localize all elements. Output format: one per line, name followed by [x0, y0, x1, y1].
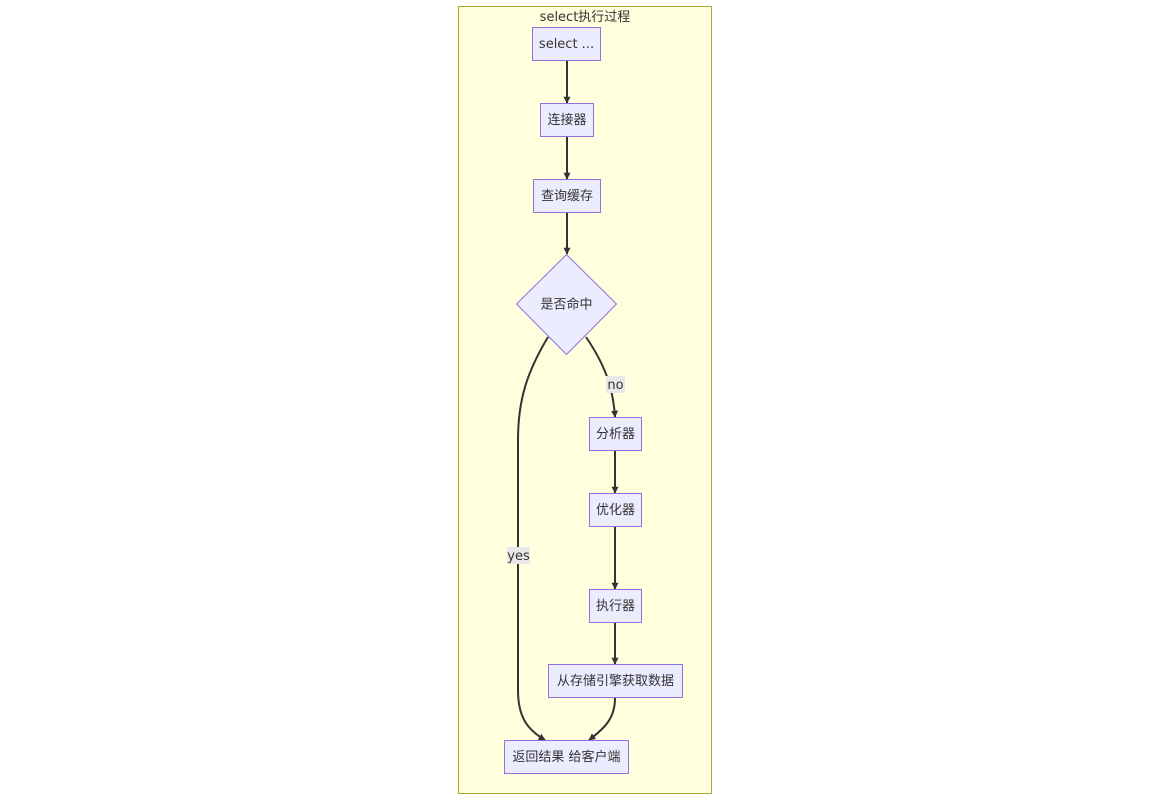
edge-label-no-text: no	[607, 378, 623, 393]
node-analyzer-label: 分析器	[596, 427, 635, 442]
node-query-cache-label: 查询缓存	[541, 189, 593, 204]
subgraph-title: select执行过程	[540, 10, 631, 25]
node-connector[interactable]: 连接器	[540, 103, 594, 137]
node-optimizer[interactable]: 优化器	[589, 493, 642, 527]
edge-label-no: no	[606, 376, 625, 393]
edge-label-yes-text: yes	[507, 549, 530, 564]
node-select-label: select ...	[539, 37, 594, 52]
node-hit-decision[interactable]: 是否命中	[515, 253, 618, 356]
edge-decision-to-analyzer	[585, 336, 619, 418]
subgraph-box	[458, 6, 712, 794]
node-hit-decision-label: 是否命中	[540, 297, 592, 313]
node-executor[interactable]: 执行器	[589, 589, 642, 623]
node-return-to-client[interactable]: 返回结果 给客户端	[504, 740, 629, 774]
node-query-cache[interactable]: 查询缓存	[533, 179, 601, 213]
node-fetch-from-storage[interactable]: 从存储引擎获取数据	[548, 664, 683, 698]
edges	[517, 61, 619, 741]
node-fetch-from-storage-label: 从存储引擎获取数据	[557, 674, 674, 689]
node-return-to-client-label: 返回结果 给客户端	[512, 749, 620, 765]
subgraph-select-process: select执行过程	[458, 6, 712, 794]
node-analyzer[interactable]: 分析器	[589, 417, 642, 451]
edge-label-no-bg	[606, 376, 625, 393]
node-executor-label: 执行器	[596, 599, 635, 614]
node-optimizer-label: 优化器	[596, 503, 635, 518]
edge-label-yes: yes	[507, 547, 530, 564]
edge-fetch-to-return	[588, 697, 616, 741]
edge-decision-to-return	[517, 336, 549, 741]
node-select[interactable]: select ...	[532, 27, 601, 61]
edge-label-yes-bg	[507, 547, 530, 564]
node-connector-label: 连接器	[547, 112, 586, 128]
